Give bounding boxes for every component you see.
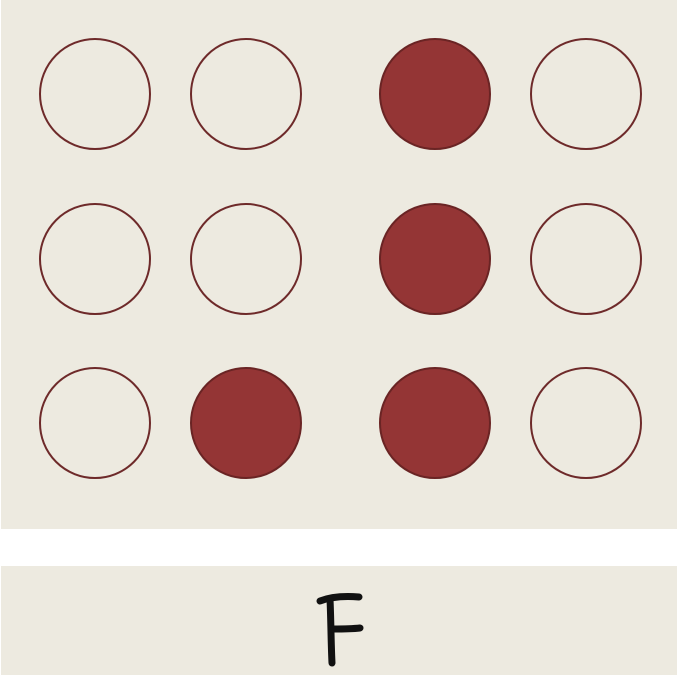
braille-dot-2-6[interactable]: [530, 367, 642, 479]
braille-dot-1-5[interactable]: [190, 203, 302, 315]
braille-dot-1-3[interactable]: [39, 367, 151, 479]
braille-dot-2-1[interactable]: [379, 38, 491, 150]
braille-dot-2-4[interactable]: [530, 38, 642, 150]
braille-dot-2-2[interactable]: [379, 203, 491, 315]
braille-dot-1-1[interactable]: [39, 38, 151, 150]
braille-dot-1-2[interactable]: [39, 203, 151, 315]
braille-dot-1-4[interactable]: [190, 38, 302, 150]
handwritten-letter-drawing: [316, 593, 364, 667]
braille-dot-1-6[interactable]: [190, 367, 302, 479]
braille-dot-2-3[interactable]: [379, 367, 491, 479]
braille-dot-2-5[interactable]: [530, 203, 642, 315]
answer-bar: F: [1, 566, 677, 675]
braille-board: [1, 0, 677, 529]
